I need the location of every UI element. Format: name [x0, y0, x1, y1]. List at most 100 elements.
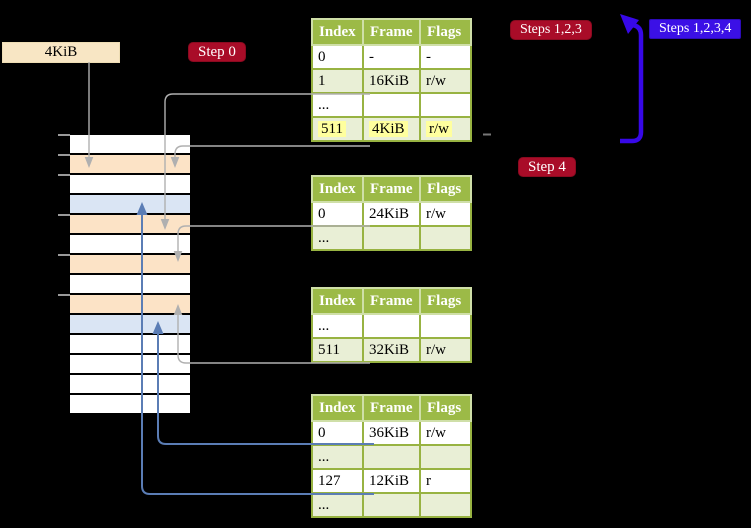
- table-cell: r/w: [419, 68, 472, 94]
- table-cell: 4KiB: [362, 116, 421, 142]
- table-cell: ...: [311, 444, 364, 470]
- table-row: ...: [311, 492, 472, 518]
- memory-tick: [58, 254, 70, 256]
- memory-tick: [58, 214, 70, 216]
- memory-frame-row: [70, 315, 190, 335]
- table-cell: [419, 444, 472, 470]
- table-header-cell: Frame: [362, 287, 421, 315]
- table-header-cell: Index: [311, 18, 364, 46]
- memory-tick: [58, 294, 70, 296]
- table-cell: r/w: [419, 420, 472, 446]
- table-header-cell: Index: [311, 287, 364, 315]
- memory-frame-row: [70, 335, 190, 355]
- table-cell: [362, 313, 421, 339]
- table-row: 511 4KiB r/w: [311, 116, 472, 142]
- table-cell: [419, 225, 472, 251]
- table-header-cell: Index: [311, 394, 364, 422]
- memory-tick: [58, 174, 70, 176]
- table-cell: ...: [311, 225, 364, 251]
- table-cell: r: [419, 468, 472, 494]
- page-size-label: 4KiB: [2, 42, 120, 63]
- table-cell: -: [419, 44, 472, 70]
- table-header-cell: Frame: [362, 394, 421, 422]
- table-cell: 1: [311, 68, 364, 94]
- big-blue-arrow: [620, 22, 644, 144]
- table-cell: 511: [311, 337, 364, 363]
- memory-frame-row: [70, 135, 190, 155]
- table-header-cell: Frame: [362, 175, 421, 203]
- arrow-pt1-row511-to-4kib: [174, 145, 370, 157]
- table-cell: [419, 313, 472, 339]
- highlighted-value: r/w: [426, 120, 452, 137]
- table-cell: [362, 492, 421, 518]
- table-cell: 0: [311, 44, 364, 70]
- table-header-cell: Flags: [419, 175, 472, 203]
- memory-frame-row: [70, 295, 190, 315]
- table-cell: [419, 92, 472, 118]
- memory-frame-row: [70, 275, 190, 295]
- memory-frame-row: [70, 195, 190, 215]
- table-cell: r/w: [419, 116, 472, 142]
- table-header-cell: Flags: [419, 394, 472, 422]
- table-header-cell: Frame: [362, 18, 421, 46]
- highlighted-value: 4KiB: [369, 120, 408, 137]
- table-cell: [362, 92, 421, 118]
- memory-frame-row: [70, 235, 190, 255]
- table-cell: ...: [311, 492, 364, 518]
- memory-frame-row: [70, 215, 190, 235]
- memory-frame-row: [70, 395, 190, 415]
- memory-tick: [58, 154, 70, 156]
- memory-tick: [58, 134, 70, 136]
- physical-memory-column: [70, 135, 190, 415]
- highlighted-value: 511: [318, 120, 346, 137]
- table-cell: 32KiB: [362, 337, 421, 363]
- table-cell: 12KiB: [362, 468, 421, 494]
- table-cell: 16KiB: [362, 68, 421, 94]
- memory-frame-row: [70, 255, 190, 275]
- table-cell: 0: [311, 201, 364, 227]
- arrowhead: [620, 14, 639, 34]
- table-row: ...: [311, 444, 472, 470]
- table-cell: ...: [311, 313, 364, 339]
- table-cell: 36KiB: [362, 420, 421, 446]
- table-cell: [419, 492, 472, 518]
- memory-frame-row: [70, 155, 190, 175]
- memory-frame-row: [70, 175, 190, 195]
- memory-frame-row: [70, 375, 190, 395]
- table-cell: r/w: [419, 337, 472, 363]
- table-row: ...: [311, 313, 472, 339]
- step0-badge: Step 0: [188, 42, 246, 62]
- table-cell: -: [362, 44, 421, 70]
- table-cell: r/w: [419, 201, 472, 227]
- table-header-cell: Flags: [419, 18, 472, 46]
- table-cell: ...: [311, 92, 364, 118]
- steps-123-badge: Steps 1,2,3: [510, 20, 592, 40]
- table-header-cell: Index: [311, 175, 364, 203]
- table-row: ...: [311, 92, 472, 118]
- table-cell: 127: [311, 468, 364, 494]
- table-cell: [362, 225, 421, 251]
- table-cell: [362, 444, 421, 470]
- table-row: 0--: [311, 44, 472, 70]
- memory-frame-row: [70, 355, 190, 375]
- table-header-cell: Flags: [419, 287, 472, 315]
- table-cell: 511: [311, 116, 364, 142]
- table-cell: 0: [311, 420, 364, 446]
- table-row: ...: [311, 225, 472, 251]
- step4-badge: Step 4: [518, 157, 576, 177]
- steps-1234-badge: Steps 1,2,3,4: [649, 19, 742, 39]
